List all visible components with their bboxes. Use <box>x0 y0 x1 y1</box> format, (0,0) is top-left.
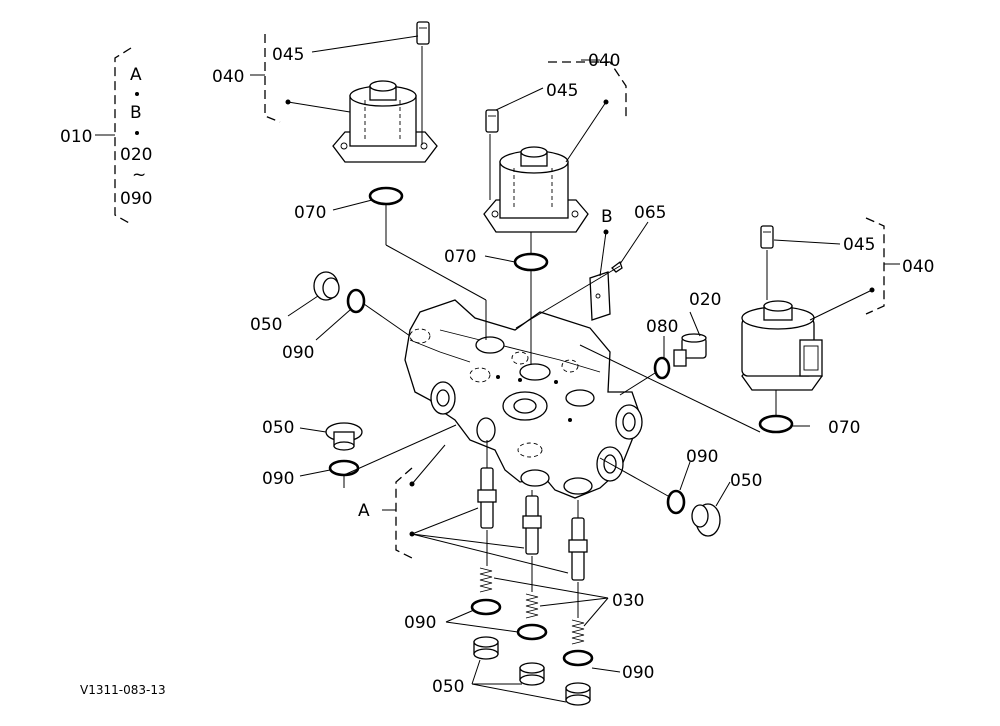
label-040-top: 040 <box>212 67 244 87</box>
label-030: 030 <box>612 591 644 611</box>
label-050-c: 050 <box>730 471 762 491</box>
spools <box>477 467 588 581</box>
plug-050-lower-left <box>325 422 363 451</box>
label-090-a: 090 <box>282 343 314 363</box>
plug-020 <box>673 333 707 367</box>
label-040-mid: 040 <box>588 51 620 71</box>
label-set-a: A <box>130 65 142 85</box>
callout-labels: 010 A B 020 ~ 090 045 040 040 045 B 065 … <box>60 45 934 697</box>
label-a-spools: A <box>358 501 370 521</box>
label-050-b: 050 <box>262 418 294 438</box>
label-set-b: B <box>130 103 142 123</box>
label-020: 020 <box>689 290 721 310</box>
label-080: 080 <box>646 317 678 337</box>
label-045-mid: 045 <box>546 81 578 101</box>
bolt-045-right <box>760 225 774 249</box>
label-b-plate: B <box>601 207 613 227</box>
bolt-045-top <box>416 21 430 45</box>
set-010-bracket <box>95 47 139 225</box>
label-050-a: 050 <box>250 315 282 335</box>
label-070-b: 070 <box>444 247 476 267</box>
label-065: 065 <box>634 203 666 223</box>
label-070-c: 070 <box>828 418 860 438</box>
label-050-d: 050 <box>432 677 464 697</box>
label-090-e: 090 <box>622 663 654 683</box>
label-090-b: 090 <box>686 447 718 467</box>
solenoid-center <box>483 146 589 233</box>
leader-lines <box>250 35 900 703</box>
label-010: 010 <box>60 127 92 147</box>
label-045-right: 045 <box>843 235 875 255</box>
bolt-045-center <box>485 109 499 133</box>
label-040-right: 040 <box>902 257 934 277</box>
drawing-code: V1311-083-13 <box>80 683 166 697</box>
solenoid-left <box>332 80 438 163</box>
plug-050-right <box>691 503 721 537</box>
subassembly-brackets <box>264 34 885 559</box>
label-090-c: 090 <box>262 469 294 489</box>
label-set-020: 020 <box>120 145 152 165</box>
label-090-d: 090 <box>404 613 436 633</box>
plug-050-upper-left <box>313 271 340 301</box>
label-070-a: 070 <box>294 203 326 223</box>
solenoid-right <box>741 300 823 391</box>
label-045-top: 045 <box>272 45 304 65</box>
valve-body <box>404 299 643 499</box>
springs-030 <box>479 567 585 645</box>
plug-050-bottom <box>473 636 591 706</box>
label-set-tilde: ~ <box>132 165 146 185</box>
nameplate-065 <box>589 260 623 321</box>
label-set-090: 090 <box>120 189 152 209</box>
